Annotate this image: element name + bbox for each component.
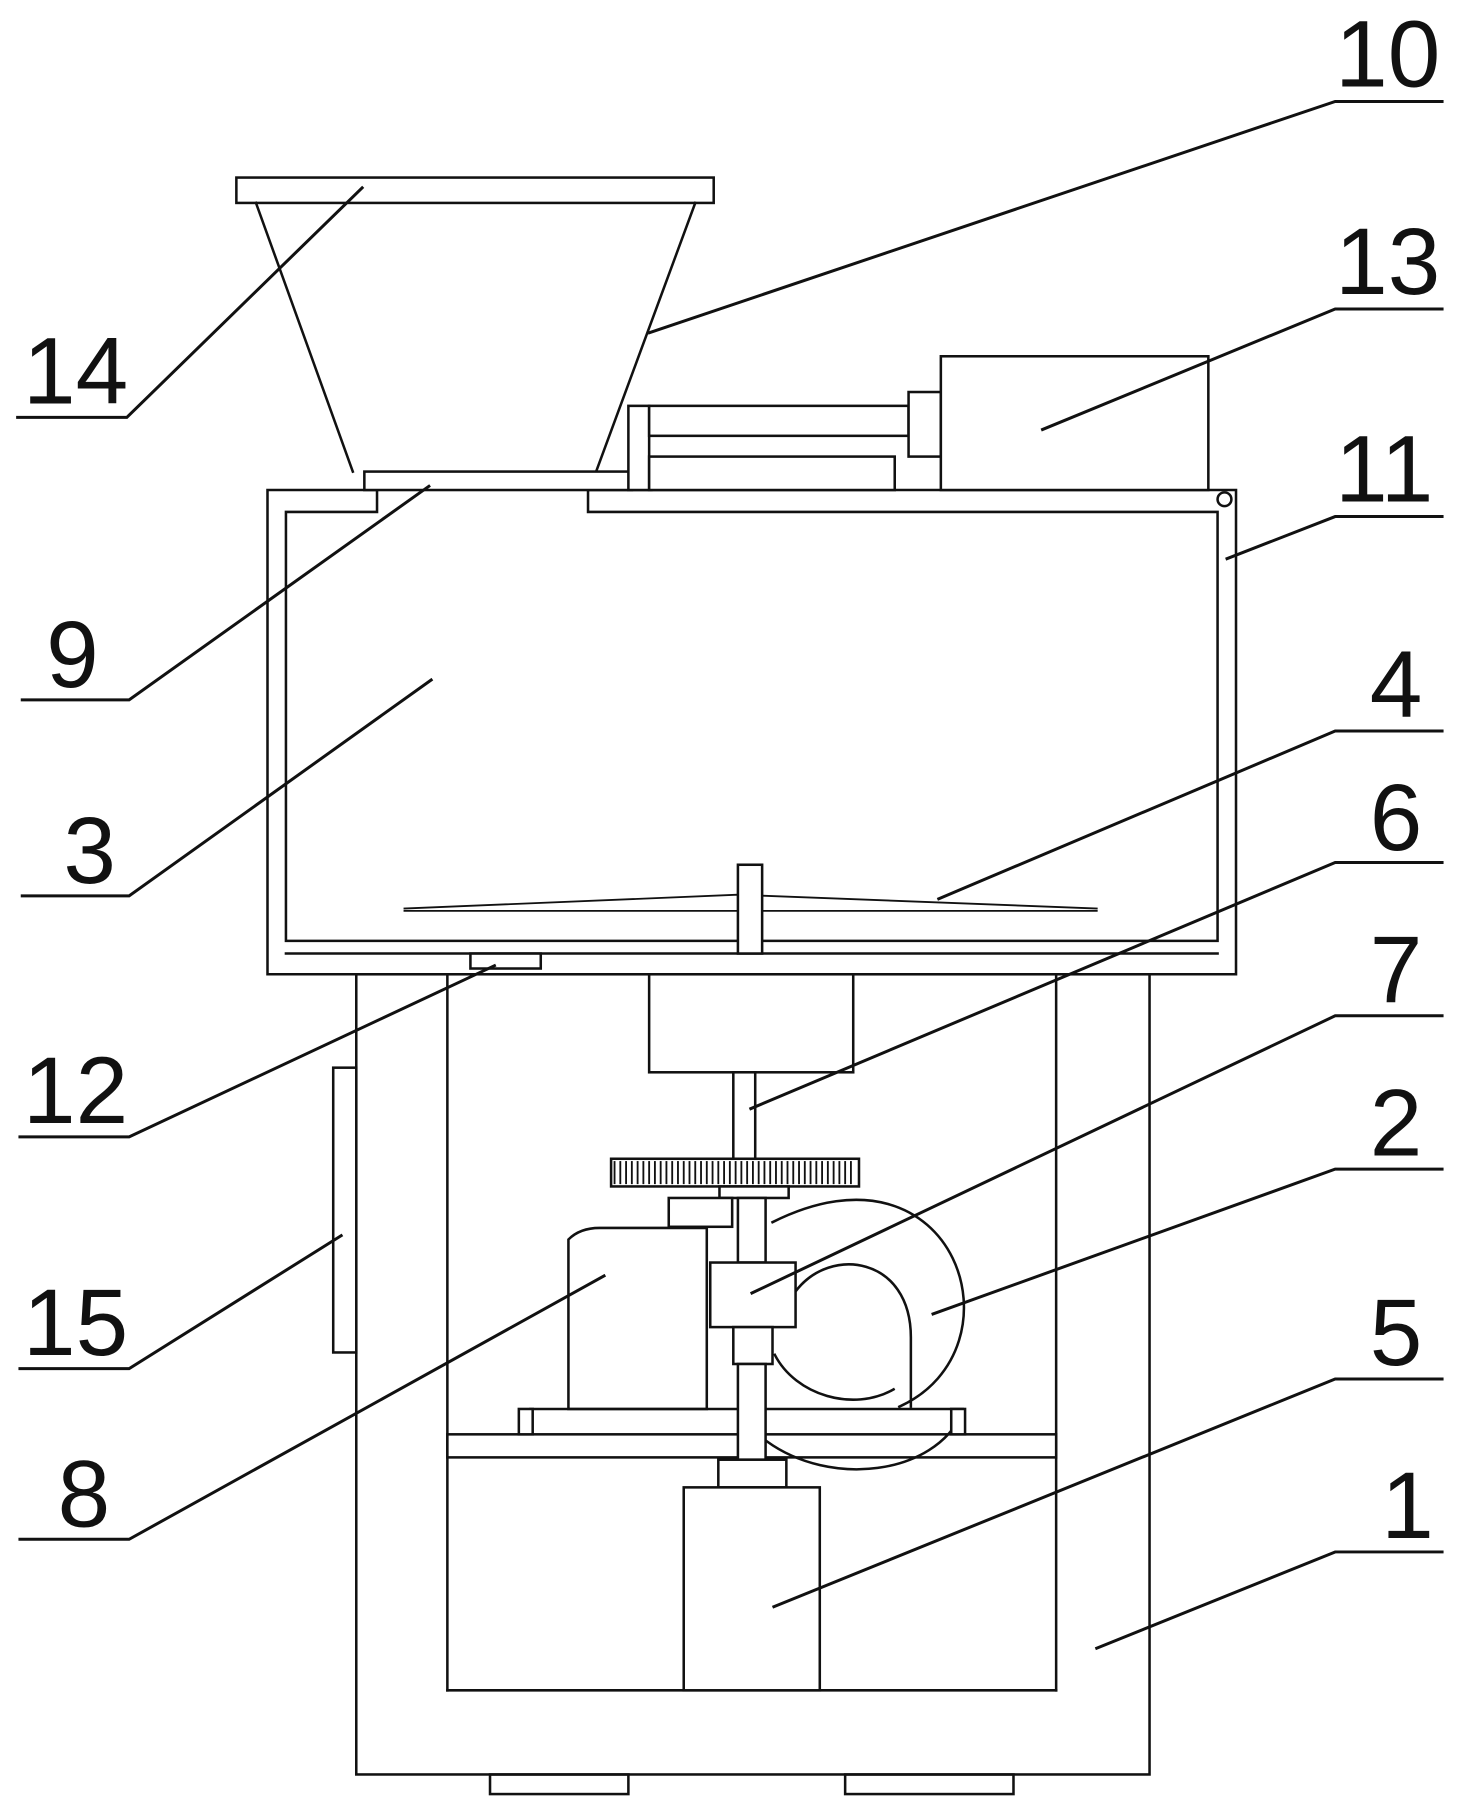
label-4: 4 — [1370, 632, 1423, 738]
label-15: 15 — [23, 1270, 128, 1376]
coupling — [708, 1196, 797, 1461]
sensor-block — [469, 952, 543, 970]
label-11: 11 — [1335, 417, 1433, 523]
label-14: 14 — [23, 319, 128, 425]
slide-plate — [363, 470, 634, 492]
label-8: 8 — [58, 1442, 111, 1548]
bottom-motor — [682, 1458, 822, 1692]
rotary-disc — [403, 863, 1098, 955]
gearbox-housing — [647, 973, 855, 1074]
side-panel — [331, 1066, 358, 1354]
label-7: 7 — [1370, 917, 1423, 1023]
label-2: 2 — [1370, 1070, 1423, 1176]
label-3: 3 — [63, 798, 116, 904]
label-9: 9 — [46, 602, 99, 708]
blower-volute — [764, 1198, 966, 1471]
label-5: 5 — [1370, 1280, 1423, 1386]
label-12: 12 — [23, 1038, 128, 1144]
gear-icon — [609, 1157, 861, 1200]
label-13: 13 — [1335, 209, 1440, 315]
push-rod-assembly — [627, 390, 943, 492]
hinge-icon — [1216, 491, 1233, 508]
main-shaft — [732, 1071, 757, 1161]
label-10: 10 — [1335, 1, 1440, 107]
label-6: 6 — [1370, 765, 1423, 871]
hopper — [235, 176, 715, 474]
leader-lines — [16, 99, 1444, 1651]
label-1: 1 — [1381, 1453, 1434, 1559]
reference-numerals: 10 14 13 11 9 4 3 6 7 12 2 15 5 8 1 — [23, 1, 1440, 1559]
